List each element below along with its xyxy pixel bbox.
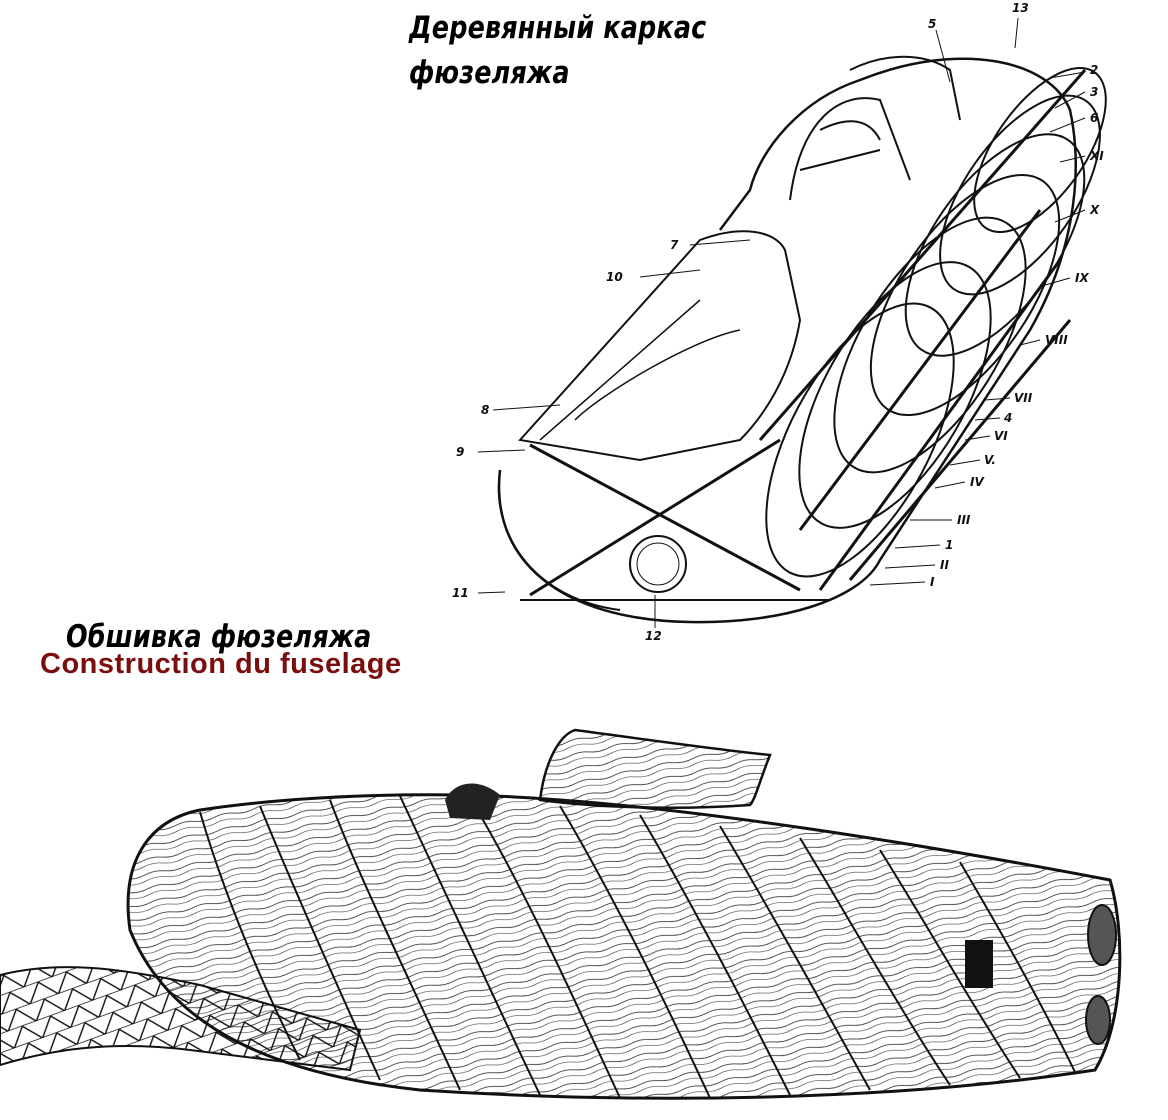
title-wooden-frame-line2: фюзеляжа [409, 55, 570, 91]
callout-4: 4 [1003, 411, 1012, 425]
callout-1: 1 [945, 538, 953, 552]
callout-XI: XI [1089, 149, 1104, 163]
callout-6: 6 [1090, 111, 1098, 125]
callout-VIII: VIII [1045, 333, 1068, 347]
callout-I: I [930, 575, 935, 589]
wooden-frame-drawing [497, 55, 1107, 624]
title-wooden-frame-line1: Деревянный каркас [409, 10, 707, 46]
callout-III: III [957, 513, 971, 527]
fuselage-skin-drawing [0, 728, 1122, 1100]
callouts-frame: 13 5 2 3 6 XI X IX VIII VII 4 VI V. IV I… [452, 1, 1104, 643]
callout-12: 12 [645, 629, 662, 643]
callout-II: II [940, 558, 949, 572]
callout-11: 11 [452, 586, 469, 600]
callout-8: 8 [481, 403, 489, 417]
callout-9: 9 [456, 445, 464, 459]
callout-IX: IX [1075, 271, 1089, 285]
callout-5: 5 [928, 17, 936, 31]
callout-VI: VI [994, 429, 1008, 443]
callout-13: 13 [1012, 1, 1029, 15]
callout-VII: VII [1014, 391, 1033, 405]
callout-3: 3 [1090, 85, 1098, 99]
callout-2: 2 [1090, 63, 1098, 77]
caption-french: Construction du fuselage [40, 648, 402, 680]
callout-IV: IV [970, 475, 985, 489]
title-fuselage-skin: Обшивка фюзеляжа [66, 619, 372, 655]
callout-X: X [1089, 203, 1100, 217]
callout-7: 7 [670, 238, 679, 252]
callout-V: V. [984, 453, 996, 467]
callout-10: 10 [606, 270, 623, 284]
